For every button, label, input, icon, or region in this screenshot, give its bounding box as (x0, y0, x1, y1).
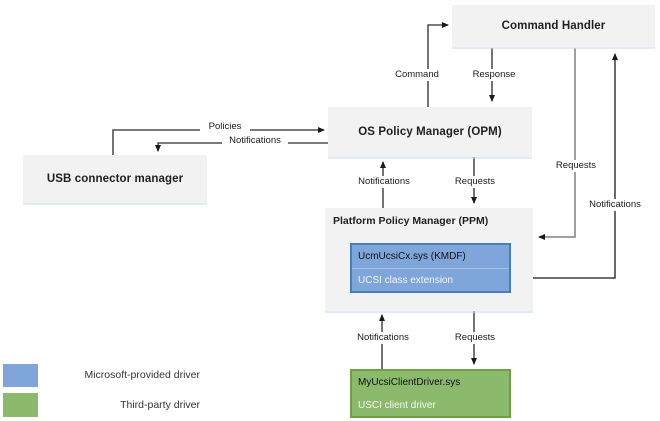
node-os-policy-manager: OS Policy Manager (OPM) (328, 107, 532, 157)
edge-label-notifications-client-ppm: Notifications (350, 332, 416, 344)
ucsi-class-extension-description: UCSI class extension (358, 275, 454, 286)
legend-swatch-microsoft (3, 364, 38, 387)
ucsi-client-driver-description: USCI client driver (358, 400, 436, 411)
ucsi-class-extension-filename: UcmUcsiCx.sys (KMDF) (352, 245, 509, 269)
edge-label-command: Command (390, 69, 444, 81)
ucsi-client-driver-filename: MyUcsiClientDriver.sys (358, 377, 461, 388)
node-usb-connector-manager: USB connector manager (23, 155, 207, 203)
legend-label-thirdparty: Third-party driver (120, 399, 200, 411)
edge-label-requests-ppm-client: Requests (449, 332, 501, 344)
connector-notifications-ucsi-ch (512, 53, 618, 279)
edge-label-notifications-ppm-opm: Notifications (351, 176, 417, 188)
edge-label-response: Response (468, 69, 520, 81)
node-command-handler: Command Handler (452, 5, 655, 47)
connector-command (427, 22, 449, 107)
connector-requests-ch-ppm (538, 48, 576, 240)
node-ucsi-client-driver: MyUcsiClientDriver.sys USCI client drive… (350, 369, 511, 418)
edge-label-requests-ch-ppm: Requests (550, 160, 602, 172)
legend-label-microsoft: Microsoft-provided driver (84, 369, 200, 381)
legend-swatch-thirdparty (3, 393, 38, 417)
edge-label-policies: Policies (200, 121, 250, 133)
edge-label-notifications-opm-usb: Notifications (222, 135, 288, 147)
edge-label-requests-opm-ppm: Requests (449, 176, 501, 188)
ppm-title: Platform Policy Manager (PPM) (333, 215, 489, 227)
edge-label-notifications-ucsi-ch: Notifications (582, 199, 648, 211)
connector-policies (112, 127, 325, 155)
node-ucsi-class-extension: UcmUcsiCx.sys (KMDF) UCSI class extensio… (350, 243, 511, 293)
